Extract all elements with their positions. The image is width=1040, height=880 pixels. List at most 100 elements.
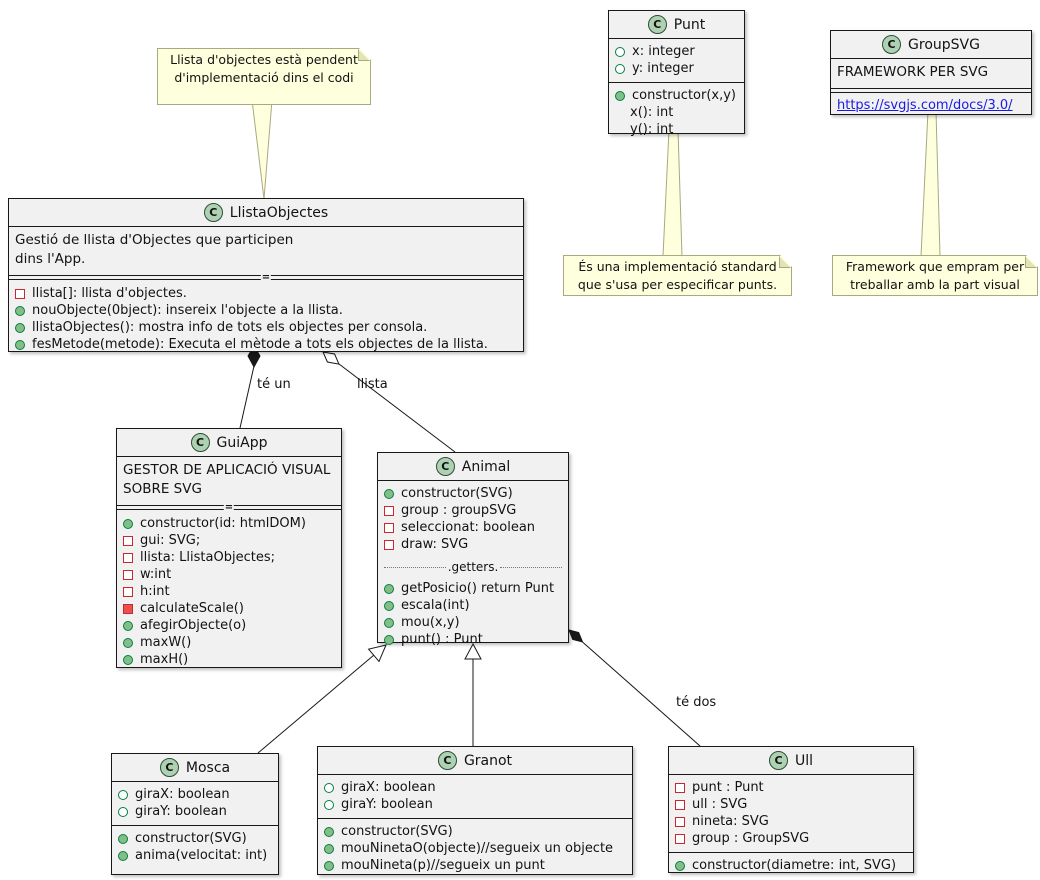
class-stereotype-icon: C xyxy=(435,457,455,476)
circle-filled-green-icon xyxy=(118,833,128,844)
member-text: mou(x,y) xyxy=(401,615,460,630)
circle-filled-green-icon xyxy=(675,860,685,871)
member-row: constructor(id: htmlDOM) xyxy=(123,515,335,532)
member-text: constructor(SVG) xyxy=(135,831,247,846)
edge-label-te-dos: té dos xyxy=(676,695,717,710)
member-text: punt() : Punt xyxy=(401,632,483,647)
note-text: És una implementació standard xyxy=(578,259,777,274)
circle-filled-green-icon xyxy=(118,850,128,861)
circle-hollow-green-icon xyxy=(615,63,625,74)
member-text: seleccionat: boolean xyxy=(401,520,536,535)
member-text: giraX: boolean xyxy=(135,787,230,802)
class-description: dins l'App. xyxy=(15,251,86,267)
square-filled-red-icon xyxy=(123,603,133,614)
note-tail-0 xyxy=(251,99,273,200)
member-row: mouNineta(p)//segueix un punt xyxy=(324,857,626,874)
note-text: que s'usa per especificar punts. xyxy=(577,277,778,292)
class-name: Ull xyxy=(794,752,814,769)
member-row: y(): int xyxy=(615,121,738,138)
square-hollow-red-icon xyxy=(123,535,133,546)
circle-hollow-green-icon xyxy=(118,806,128,817)
member-row: w:int xyxy=(123,566,335,583)
square-hollow-red-icon xyxy=(123,569,133,580)
circle-filled-green-icon xyxy=(15,322,25,333)
circle-filled-green-icon xyxy=(324,860,334,871)
member-text: nouObjecte(0bject): insereix l'objecte a… xyxy=(32,303,343,318)
circle-filled-green-icon xyxy=(384,634,394,645)
member-text: ull : SVG xyxy=(692,797,748,812)
member-row: maxH() xyxy=(123,651,335,668)
circle-filled-green-icon xyxy=(123,620,133,631)
member-text: constructor(id: htmlDOM) xyxy=(140,516,306,531)
class-section: https://svgjs.com/docs/3.0/ xyxy=(831,94,1031,118)
square-hollow-red-icon xyxy=(675,799,685,810)
member-text: giraY: boolean xyxy=(341,797,433,812)
separator-label: = xyxy=(260,271,272,283)
class-title: C Animal xyxy=(378,453,568,481)
circle-filled-green-icon xyxy=(123,518,133,529)
circle-hollow-green-icon xyxy=(324,782,334,793)
member-row: fesMetode(metode): Executa el mètode a t… xyxy=(15,336,517,353)
square-hollow-red-icon xyxy=(675,833,685,844)
doc-link[interactable]: https://svgjs.com/docs/3.0/ xyxy=(837,98,1013,113)
member-row: group : GroupSVG xyxy=(675,830,907,847)
member-row: y: integer xyxy=(615,60,738,77)
member-row: nouObjecte(0bject): insereix l'objecte a… xyxy=(15,302,517,319)
member-row: giraX: boolean xyxy=(118,786,272,803)
member-text: llistaObjectes(): mostra info de tots el… xyxy=(32,320,428,335)
member-text: escala(int) xyxy=(401,598,470,613)
member-row: h:int xyxy=(123,583,335,600)
member-row: llistaObjectes(): mostra info de tots el… xyxy=(15,319,517,336)
member-row: mouNinetaO(objecte)//segueix un objecte xyxy=(324,840,626,857)
class-description: SOBRE SVG xyxy=(123,481,202,497)
member-row: constructor(SVG) xyxy=(324,823,626,840)
member-text: constructor(SVG) xyxy=(341,824,453,839)
class-section: giraX: boolean giraY: boolean xyxy=(112,782,278,825)
square-hollow-red-icon xyxy=(15,288,25,299)
circle-filled-green-icon xyxy=(324,826,334,837)
class-section: constructor(diametre: int, SVG) xyxy=(669,852,913,879)
member-text: calculateScale() xyxy=(140,601,244,616)
square-hollow-red-icon xyxy=(384,539,394,550)
class-name: Granot xyxy=(463,752,513,769)
class-stereotype-icon: C xyxy=(203,203,223,222)
class-name: GroupSVG xyxy=(908,36,980,53)
square-hollow-red-icon xyxy=(675,782,685,793)
circle-hollow-green-icon xyxy=(118,789,128,800)
note-punt: És una implementació standard que s'usa p… xyxy=(563,255,792,296)
member-text: w:int xyxy=(140,567,172,582)
member-row: punt() : Punt xyxy=(384,631,562,648)
class-name: Animal xyxy=(461,458,511,475)
note-text: d'implementació dins el codi xyxy=(174,70,354,85)
separator-dotted: .getters. xyxy=(378,558,568,576)
separator-double: = xyxy=(9,271,523,283)
member-text: x(): int xyxy=(630,105,674,120)
class-section: getPosicio() return Punt escala(int) mou(x… xyxy=(378,576,568,653)
circle-filled-green-icon xyxy=(123,654,133,665)
member-text: group : groupSVG xyxy=(401,503,517,518)
member-text: llista[]: llista d'objectes. xyxy=(32,286,187,301)
circle-filled-green-icon xyxy=(384,617,394,628)
member-text: giraY: boolean xyxy=(135,804,227,819)
separator-label: .getters. xyxy=(447,560,499,574)
member-row: anima(velocitat: int) xyxy=(118,847,272,864)
edge-composition-te-un xyxy=(239,365,255,429)
circle-filled-green-icon xyxy=(15,305,25,316)
member-row: nineta: SVG xyxy=(675,813,907,830)
member-text: afegirObjecte(o) xyxy=(140,618,247,633)
member-row: constructor(SVG) xyxy=(384,485,562,502)
edge-label-te-un: té un xyxy=(257,377,291,392)
square-hollow-red-icon xyxy=(675,816,685,827)
member-row: constructor(diametre: int, SVG) xyxy=(675,857,907,874)
member-text: getPosicio() return Punt xyxy=(401,581,555,596)
